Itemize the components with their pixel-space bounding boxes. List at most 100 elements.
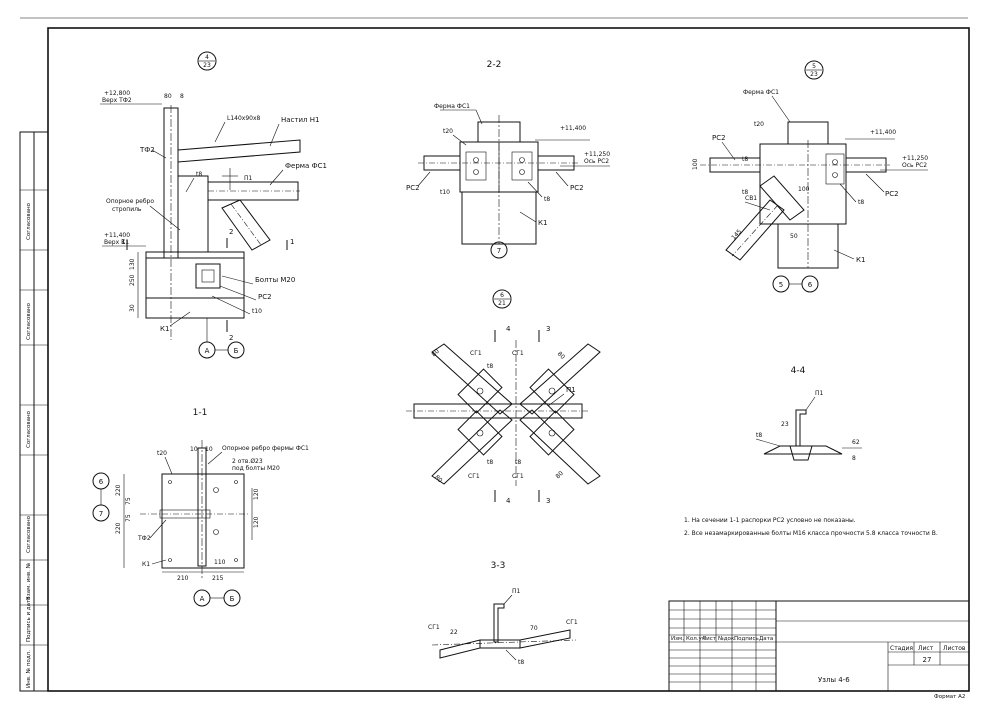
node-4-cut-1-left: 1 [121, 238, 125, 246]
section-1-1-dim-120b: 120 [253, 516, 260, 528]
section-1-1-axis-b-label: Б [230, 595, 235, 603]
node-5-elev1: +11,400 [870, 129, 896, 136]
strip-label-4: Согласовано [26, 515, 32, 553]
node-5-label-t8-a: t8 [742, 156, 748, 163]
tb-col-izm: Изм. [671, 636, 684, 642]
section-3-3-brace-left [439, 639, 481, 659]
section-1-1-dim-215: 215 [212, 575, 224, 582]
node-4-cut-2-bottom: 2 [229, 334, 233, 342]
node-4-axis-b [227, 341, 245, 359]
section-2-2-label-rs2-right: РС2 [570, 184, 584, 192]
section-1-1-dim-75b: 75 [125, 514, 132, 522]
section-1-1-dim-10a: 10 [190, 446, 198, 453]
section-1-1-dim-220a: 220 [115, 484, 122, 496]
node-6-label-p1: П1 [566, 386, 576, 394]
section-3-3-angle [493, 603, 505, 643]
section-2-2-title: 2-2 [487, 60, 502, 70]
node-4-dim-30: 30 [129, 304, 136, 312]
section-1-1: 1-1 t20 10 10 Опорное ребро фермы ФС1 2 … [92, 408, 309, 607]
section-3-3-title: 3-3 [491, 561, 506, 571]
section-4-4-label-p1: П1 [815, 390, 824, 397]
section-4-4: 4-4 П1 23 t8 62 8 [755, 366, 862, 462]
tb-col-list: Лист [702, 636, 717, 642]
node-6-gusset-tr [529, 368, 575, 414]
section-3-3-label-t8: t8 [518, 659, 524, 666]
node-5-badge-bottom: 23 [810, 71, 818, 78]
section-1-1-dim-210: 210 [177, 575, 189, 582]
node-4-dim-130: 130 [129, 258, 136, 270]
node-5-axis-6 [801, 275, 819, 293]
node-6-dim-80-br: 80 [554, 470, 564, 480]
node-6-dim-80-tl: 80 [430, 348, 440, 358]
node-5-dim-145: 145 [730, 228, 743, 241]
section-2-2-axis [490, 241, 508, 259]
left-stamp-strip: Согласовано Согласовано Согласовано Согл… [19, 131, 49, 692]
node-6-gusset-tl [457, 368, 503, 414]
node-6-badge-top: 6 [500, 292, 504, 299]
node-5-dim-100: 100 [798, 186, 810, 193]
node-4-label-rebro: Опорное ребро [106, 198, 154, 205]
node-4-label-k1: К1 [160, 325, 169, 333]
section-4-4-dim-8: 8 [852, 455, 856, 462]
tb-sheet-number: 27 [923, 656, 932, 664]
node-4-elev-bottom-label: Верх К1 [104, 239, 129, 246]
section-4-4-profile [789, 445, 813, 461]
section-2-2-elev1: +11,400 [560, 125, 586, 132]
section-1-1-dim-120a: 120 [253, 488, 260, 500]
section-1-1-axis-7 [92, 504, 110, 522]
node-6-label-sg1-bl: СГ1 [468, 473, 480, 480]
node-4-dim-250: 250 [129, 274, 136, 286]
node-5-label-t20: t20 [754, 121, 764, 128]
section-1-1-plate [161, 473, 245, 569]
section-4-4-label-t8: t8 [756, 432, 762, 439]
section-1-1-axis-7-label: 7 [99, 510, 103, 518]
node-4-diagonal [221, 199, 271, 251]
tb-col-data: Дата [759, 636, 773, 642]
tb-stage: Стадия [890, 645, 913, 652]
section-3-3-dim-70: 70 [530, 625, 538, 632]
node-4-axis-b-label: Б [234, 347, 239, 355]
node-4-dim-8: 8 [180, 93, 184, 100]
title-block: Изм. Кол.уч Лист №док. Подпись Дата Стад… [668, 600, 970, 700]
node-5-label-t8-b: t8 [742, 189, 748, 196]
tb-sheet: Лист [918, 645, 934, 652]
section-2-2-label-t10: t10 [440, 189, 450, 196]
node-4-label-t10: t10 [252, 308, 262, 315]
strip-label-7: Инв. № подл. [26, 650, 32, 688]
node-6-dim-80-tr: 80 [556, 350, 566, 360]
section-3-3-brace-right [519, 629, 571, 649]
section-3-3-label-sg1-right: СГ1 [566, 619, 578, 626]
node-6-cut-4-top: 4 [506, 325, 511, 333]
node-5-axis-5-label: 5 [779, 281, 783, 289]
node-4-label-rebro2: стропиль [112, 206, 142, 213]
section-1-1-axis-6-label: 6 [99, 478, 104, 486]
section-1-1-label-t20: t20 [157, 450, 167, 457]
section-1-1-dim-220b: 220 [115, 522, 122, 534]
node-5-label-rs2-right: РС2 [885, 190, 899, 198]
node-6-cut-4-bottom: 4 [506, 497, 511, 505]
node-5-badge-top: 5 [812, 63, 816, 70]
section-1-1-label-k1: К1 [142, 561, 150, 568]
note-1: 1. На сечении 1-1 распорки РС2 условно н… [684, 517, 856, 524]
node-4-label-angle: L140x90x8 [227, 115, 261, 122]
section-1-1-dim-110: 110 [214, 559, 226, 566]
strip-label-3: Согласовано [26, 410, 32, 448]
node-4-elev-top: +12,800 [104, 90, 130, 97]
tb-format: Формат А2 [934, 694, 965, 700]
node-5-dim-50: 50 [790, 233, 798, 240]
node-5-label-sv1: СВ1 [745, 195, 757, 202]
section-1-1-label-holes: 2 отв.Ø23 [232, 458, 263, 465]
section-2-2-label-t8: t8 [544, 196, 550, 203]
node-5-label-t8-c: t8 [858, 199, 864, 206]
node-4-label-nastil: Настил Н1 [281, 116, 319, 124]
section-3-3-dim-22: 22 [450, 629, 458, 636]
node-4-label-bolts: Болты М20 [255, 276, 295, 284]
node-6-badge [492, 289, 512, 309]
node-6-badge-bottom: 21 [498, 300, 506, 307]
node-4-label-tf2: ТФ2 [139, 146, 155, 154]
section-2-2-elev2-label: Ось РС2 [584, 158, 609, 165]
tb-col-kol: Кол.уч [686, 636, 705, 642]
node-4-badge [197, 51, 217, 71]
node-6-brace-tr [519, 343, 601, 415]
tb-drawing-title: Узлы 4-6 [818, 676, 850, 684]
